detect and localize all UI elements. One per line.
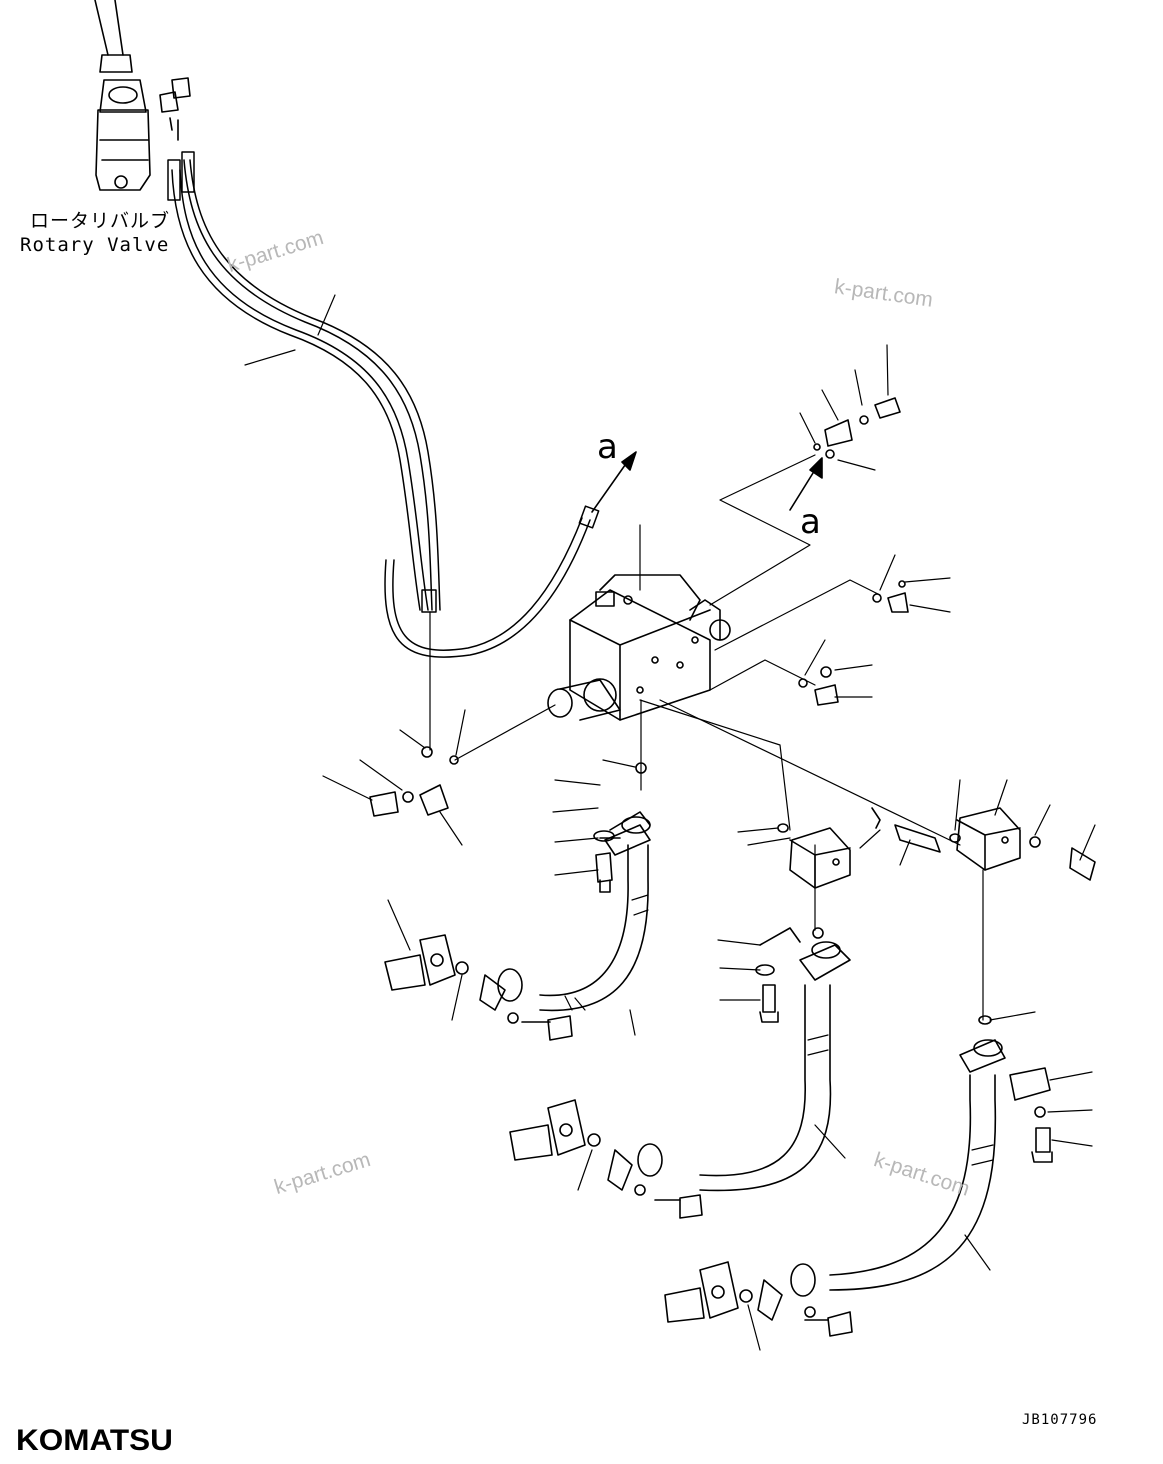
guard-block-1 — [737, 807, 941, 889]
bracket-lines — [454, 454, 961, 846]
drawing-number: JB107796 — [1022, 1412, 1098, 1428]
elbow-fitting-left — [322, 709, 466, 846]
komatsu-logo: KOMATSU — [16, 1424, 173, 1457]
callout-a-top: a — [597, 427, 618, 467]
flange-3 — [664, 1261, 761, 1351]
hose-pair-upper — [167, 151, 600, 658]
hose-assembly-2 — [607, 927, 851, 1219]
rotary-valve-label-en: Rotary Valve — [20, 234, 170, 256]
flange-1 — [384, 899, 469, 1021]
fittings-upper-right — [799, 344, 901, 471]
rotary-valve — [94, 0, 191, 191]
fittings-right — [798, 554, 951, 706]
leader-lines — [244, 294, 984, 1021]
flange-2 — [509, 1099, 601, 1191]
callout-a-right: a — [800, 502, 821, 542]
guard-block-2 — [949, 779, 1096, 881]
arrow-a-right — [789, 457, 823, 511]
control-valve-block — [547, 574, 731, 721]
rotary-valve-label-jp: ロータリバルブ — [30, 210, 171, 232]
hose-assembly-3 — [757, 1011, 1093, 1337]
arrow-a-top — [591, 451, 637, 513]
hose-assembly-1 — [479, 759, 651, 1041]
